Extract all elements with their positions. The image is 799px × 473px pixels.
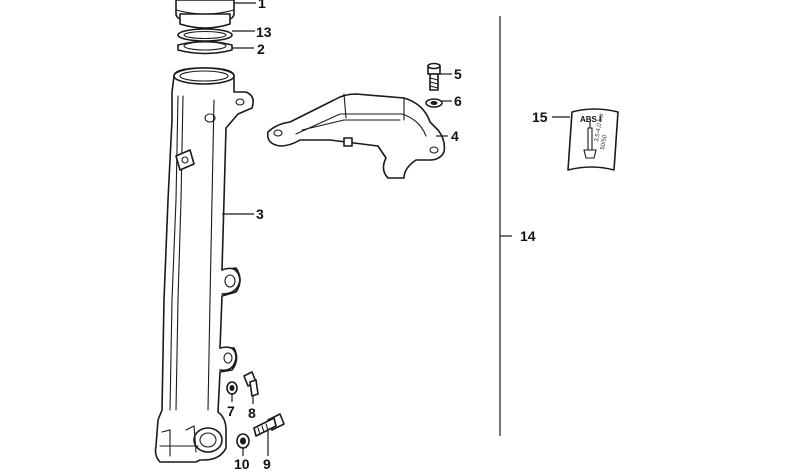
callout-1: 1 <box>258 0 266 11</box>
part-7-washer <box>226 381 238 402</box>
callout-3: 3 <box>256 206 264 222</box>
part-8-small-bolt <box>243 371 259 404</box>
abs-label-title: ABS I <box>580 115 601 124</box>
abs-label-line1: 3,5-4,0 bar <box>594 113 605 143</box>
part-9-clamp-bolt <box>253 413 285 456</box>
part-5-bolt <box>427 62 452 91</box>
part-14-group-line <box>499 16 512 436</box>
part-15-abs-label: ABS I 3,5-4,0 bar 50/50 <box>552 108 619 171</box>
part-6-washer <box>425 98 452 108</box>
part-13-circlip <box>177 28 255 42</box>
callout-4: 4 <box>451 128 459 144</box>
part-1-fork-cap <box>175 0 256 29</box>
callout-6: 6 <box>454 93 462 109</box>
callout-2: 2 <box>257 41 265 57</box>
callout-7: 7 <box>227 403 235 419</box>
abs-label-line2: 50/50 <box>600 134 609 150</box>
callout-8: 8 <box>248 405 256 421</box>
callout-14: 14 <box>520 228 536 244</box>
part-3-fork-slider <box>154 67 254 463</box>
callout-15: 15 <box>532 109 548 125</box>
callout-9: 9 <box>263 456 271 472</box>
callout-13: 13 <box>256 24 272 40</box>
part-2-seal-ring <box>177 40 254 55</box>
callout-5: 5 <box>454 66 462 82</box>
callout-10: 10 <box>234 456 250 472</box>
part-10-washer <box>236 433 250 456</box>
part-4-fork-brace <box>266 93 448 179</box>
